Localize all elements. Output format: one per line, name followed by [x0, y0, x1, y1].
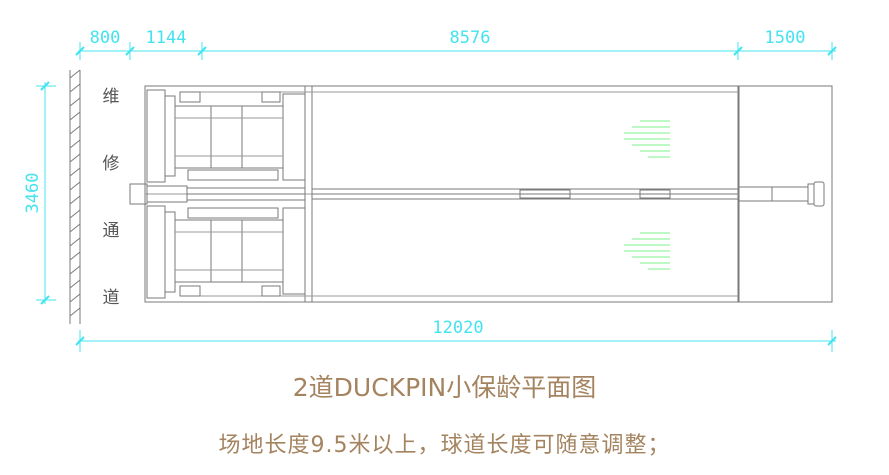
aisle-label-char-1: 维	[103, 87, 120, 107]
lane-arrow-marks	[624, 120, 670, 270]
page-subtitle: 场地长度9.5米以上，球道长度可随意调整；	[218, 433, 671, 458]
dim-text-1144: 1144	[146, 28, 187, 48]
dim-text-3460: 3460	[23, 173, 43, 214]
dim-text-800: 800	[90, 28, 121, 48]
ball-return-track	[311, 181, 825, 207]
wall-hatch	[69, 69, 81, 324]
dim-text-1500: 1500	[765, 28, 806, 48]
dim-text-12020: 12020	[432, 318, 483, 338]
pinsetter-machines	[129, 89, 306, 299]
aisle-label-char-3: 通	[103, 221, 120, 241]
dimension-lines	[36, 42, 837, 352]
dim-text-8576: 8576	[450, 28, 491, 48]
aisle-label-char-4: 道	[103, 288, 120, 308]
aisle-label-char-2: 修	[103, 154, 120, 174]
page-title: 2道DUCKPIN小保龄平面图	[292, 373, 597, 402]
